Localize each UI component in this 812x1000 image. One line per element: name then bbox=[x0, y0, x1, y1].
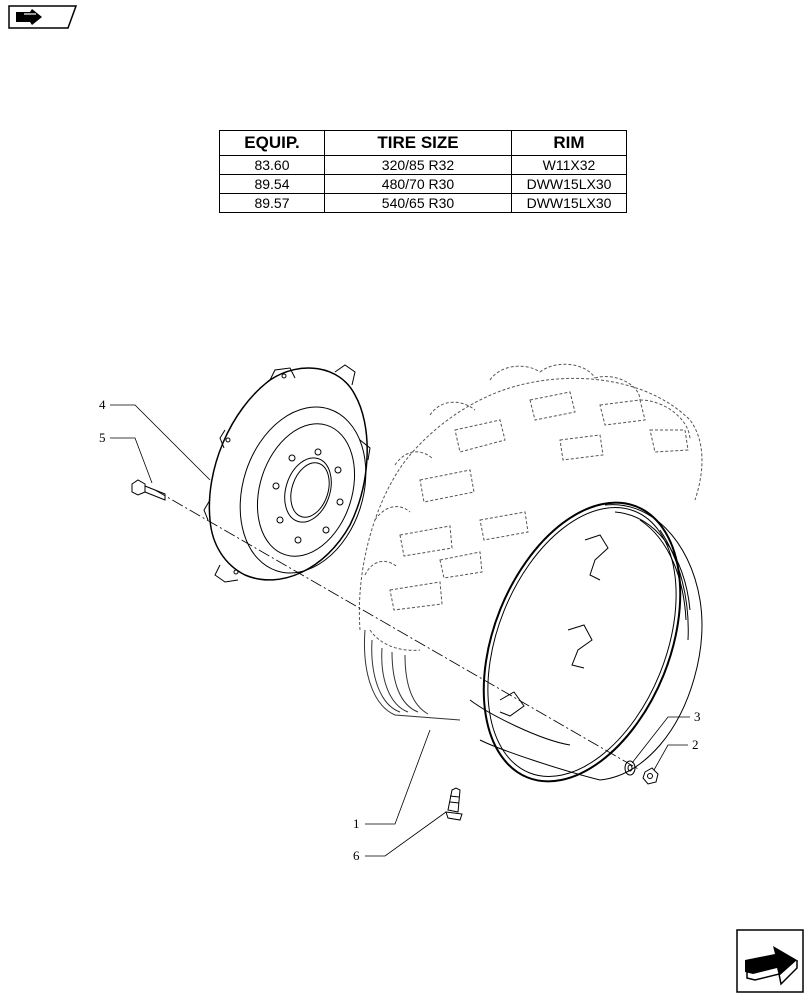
tire-size-cell: 540/65 R30 bbox=[324, 193, 512, 213]
tire-sidewall bbox=[364, 629, 461, 721]
next-page-icon[interactable] bbox=[735, 928, 805, 994]
valve-part bbox=[445, 787, 463, 821]
table-row: 89.54 480/70 R30 DWW15LX30 bbox=[219, 174, 627, 194]
assembly-axis-line bbox=[154, 489, 641, 771]
tire-phantom-outline bbox=[358, 363, 703, 651]
tire-rim-table: EQUIP. TIRE SIZE RIM 83.60 320/85 R32 W1… bbox=[219, 130, 627, 213]
callout-2: 2 bbox=[692, 737, 699, 752]
table-header-row: EQUIP. TIRE SIZE RIM bbox=[219, 130, 627, 156]
rim-cell: DWW15LX30 bbox=[511, 193, 627, 213]
callout-5: 5 bbox=[99, 430, 106, 445]
callout-6: 6 bbox=[353, 848, 360, 863]
nut-part bbox=[642, 767, 659, 785]
header-tire-size: TIRE SIZE bbox=[324, 130, 512, 156]
previous-page-icon[interactable] bbox=[6, 4, 78, 30]
bolt-part bbox=[131, 479, 166, 501]
callout-3: 3 bbox=[694, 709, 701, 724]
callout-4: 4 bbox=[99, 397, 106, 412]
callout-1: 1 bbox=[353, 816, 360, 831]
tire-size-cell: 480/70 R30 bbox=[324, 174, 512, 194]
wheel-center-disc bbox=[203, 364, 371, 583]
leader-lines bbox=[110, 404, 690, 857]
rim bbox=[469, 501, 703, 783]
washer-part bbox=[624, 760, 636, 776]
equip-cell: 89.57 bbox=[219, 193, 325, 213]
table-row: 89.57 540/65 R30 DWW15LX30 bbox=[219, 193, 627, 213]
